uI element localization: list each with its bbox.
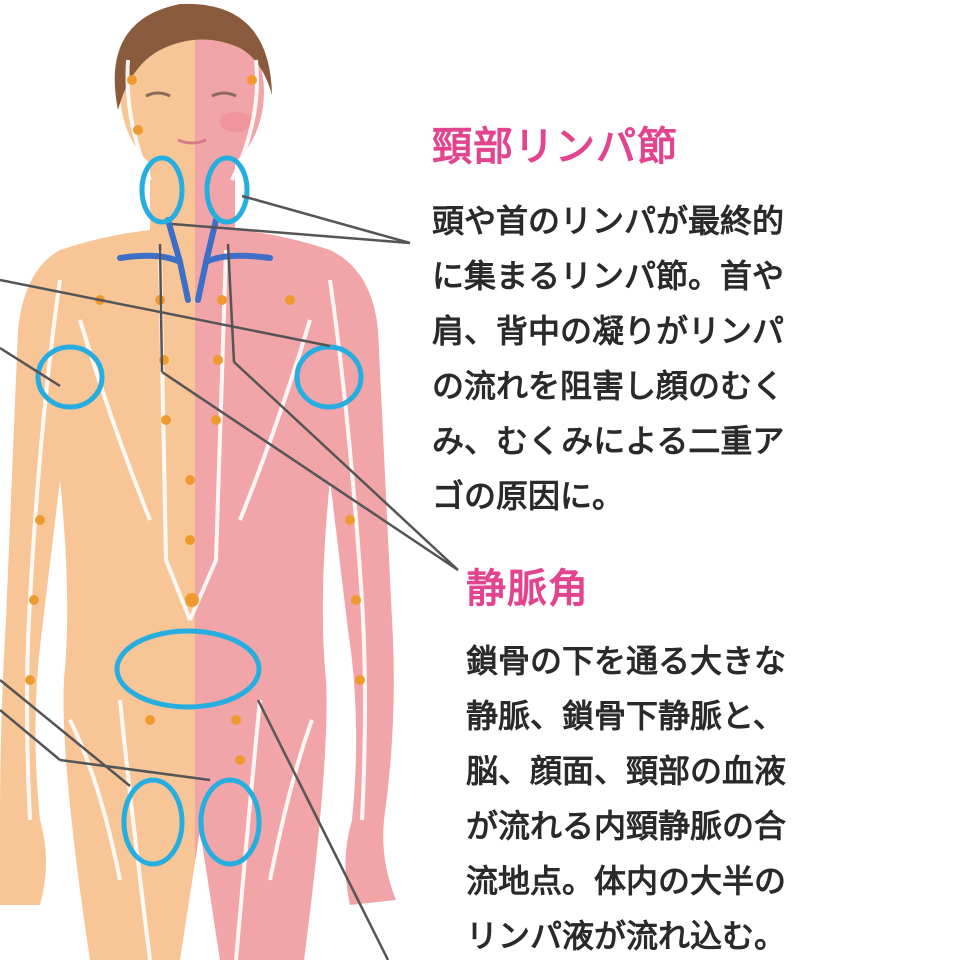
ring-neck-left <box>139 155 185 225</box>
lymph-vessels <box>25 59 367 960</box>
description-venous-angle: 鎖骨の下を通る大きな 静脈、鎖骨下静脈と、 脳、顔面、頸部の血液 が流れる内頸静… <box>466 634 786 964</box>
desc-line: リンパ液が流れ込む。 <box>466 917 787 955</box>
hair <box>114 3 272 110</box>
desc-line: が流れる内頸静脈の合 <box>466 807 787 845</box>
desc-line: ゴの原因に。 <box>432 477 625 515</box>
lymph-node-rings <box>35 155 364 867</box>
description-cervical-lymph-node: 頭や首のリンパが最終的 に集まるリンパ節。首や 肩、背中の凝りがリンパ の流れを… <box>432 194 784 524</box>
face <box>145 91 237 145</box>
ring-groin-right <box>198 777 262 867</box>
leader-lines <box>0 194 459 960</box>
heading-cervical-lymph-node: 頸部リンパ節 <box>432 124 678 170</box>
cheek-blush <box>220 112 252 132</box>
heading-venous-angle: 静脈角 <box>466 566 589 612</box>
desc-line: 静脈、鎖骨下静脈と、 <box>466 697 785 735</box>
ring-neck-right <box>204 155 250 225</box>
desc-line: 頭や首のリンパが最終的 <box>432 202 785 240</box>
ring-abdomen <box>114 628 262 710</box>
desc-line: 肩、背中の凝りがリンパ <box>432 312 785 350</box>
desc-line: 流地点。体内の大半の <box>466 862 787 900</box>
desc-line: の流れを阻害し顔のむく <box>432 367 785 405</box>
desc-line: 脳、顔面、頸部の血液 <box>466 752 787 790</box>
desc-line: 鎖骨の下を通る大きな <box>466 642 787 680</box>
desc-line: に集まるリンパ節。首や <box>432 257 785 295</box>
ring-armpit-left <box>35 344 105 410</box>
ring-groin-left <box>121 777 185 867</box>
desc-line: み、むくみによる二重ア <box>432 422 785 460</box>
